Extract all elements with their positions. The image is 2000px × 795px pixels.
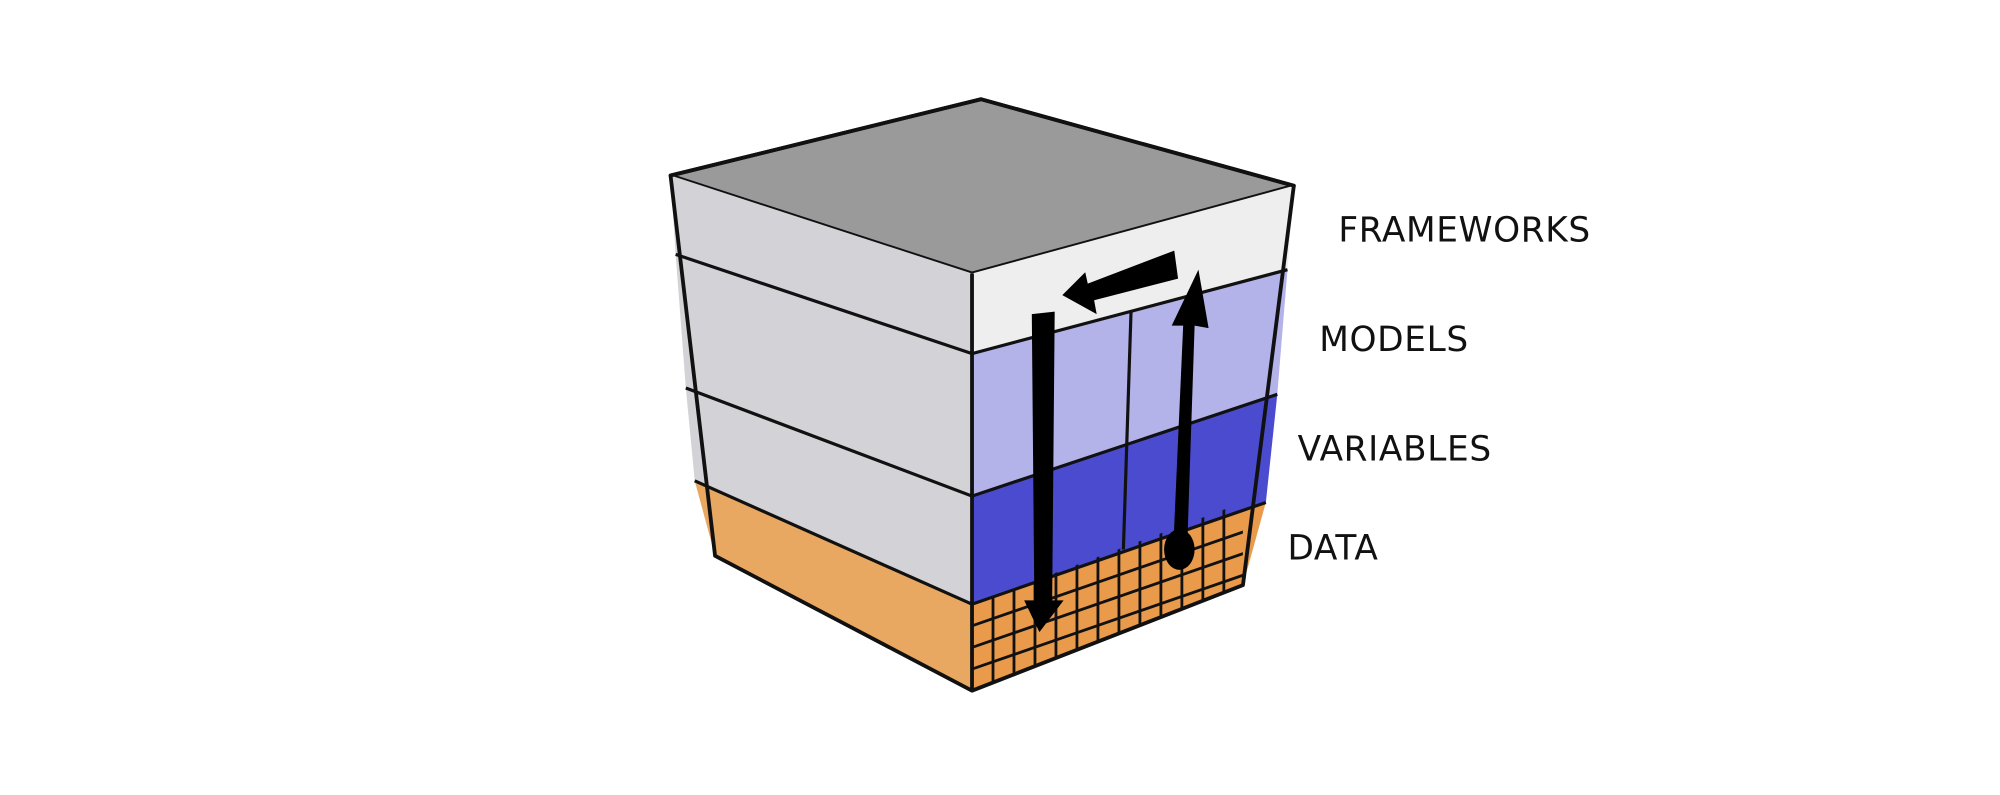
left-face-variables [685, 387, 973, 605]
label-data: DATA [1287, 529, 1378, 569]
grid-line [972, 541, 1243, 649]
grid-line [972, 562, 1243, 671]
cube-outline [668, 97, 1296, 693]
left-face-data [694, 480, 973, 691]
left-arrow-icon [1062, 250, 1179, 315]
left-face-models [675, 254, 973, 497]
label-variables: VARIABLES [1298, 429, 1492, 469]
grid-line [972, 519, 1243, 628]
column-divider [1121, 311, 1133, 550]
up-arrow-icon [1164, 269, 1209, 570]
down-arrow-icon [1024, 311, 1064, 633]
label-models: MODELS [1319, 320, 1469, 360]
label-frameworks: FRAMEWORKS [1338, 211, 1590, 251]
left-face-frameworks [670, 175, 973, 354]
